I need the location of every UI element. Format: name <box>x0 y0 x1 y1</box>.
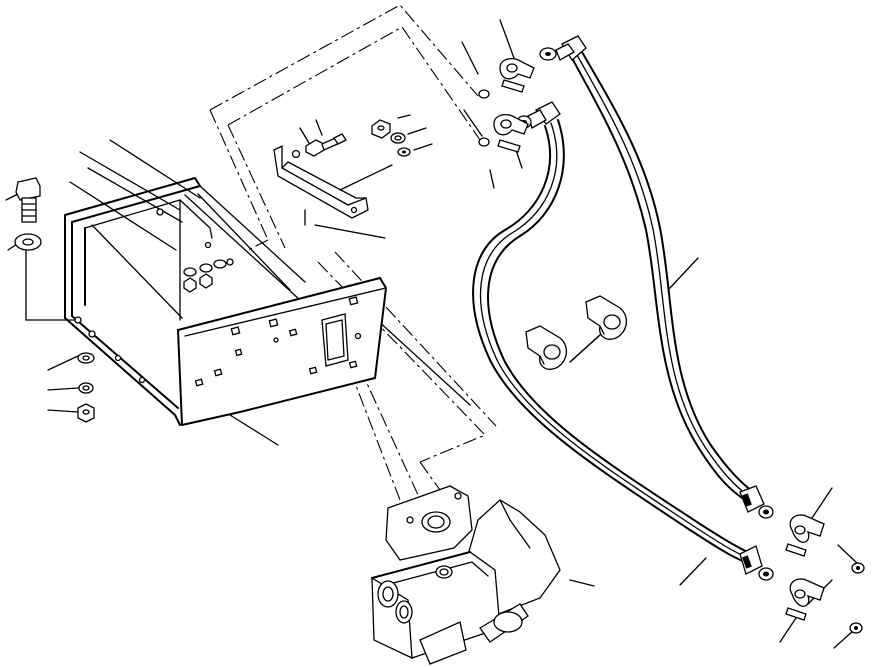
mounting-bracket <box>273 144 369 219</box>
bolt-left <box>15 177 41 223</box>
hydraulic-valve <box>371 485 561 665</box>
bracket-nut-washer <box>371 119 411 157</box>
nuts-panel <box>183 259 227 293</box>
nut-bottom-2 <box>849 622 863 634</box>
nut-bottom-1 <box>851 562 865 574</box>
hose-upper <box>539 35 774 519</box>
hose-clamp-middle-1 <box>525 325 567 370</box>
hose-clamp-bottom-2 <box>785 578 825 621</box>
bolt-bracket <box>305 133 347 157</box>
washer-left <box>14 233 42 251</box>
leader-lines <box>5 19 861 649</box>
support-plate <box>64 177 387 426</box>
hose-clamp-bottom-1 <box>785 514 825 557</box>
phantom-lines <box>209 4 497 501</box>
hose-clamp-top-2 <box>478 113 529 153</box>
hose-clamp-middle-2 <box>585 295 627 340</box>
hose-lower <box>472 101 774 581</box>
fastener-stack-left <box>77 352 95 423</box>
hose-clamp-top-1 <box>478 57 535 99</box>
